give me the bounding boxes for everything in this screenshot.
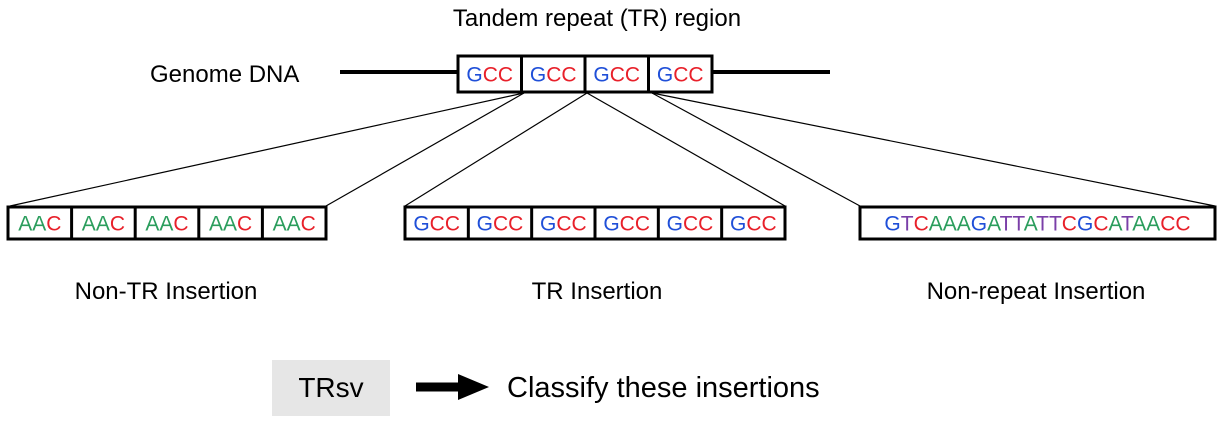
sequence-unit: AAC: [273, 213, 316, 236]
sequence-unit: AAC: [209, 213, 252, 236]
sequence-unit: GCC: [477, 213, 524, 236]
sequence-unit: GCC: [540, 213, 587, 236]
tr-region-box: GCC GCC GCC GCC: [456, 54, 714, 94]
right-arrow-icon: [416, 374, 489, 400]
non-tr-insertion-box: AAC AAC AAC AAC AAC: [6, 205, 328, 241]
trsv-badge: TRsv: [298, 372, 363, 403]
sequence-unit: GCC: [603, 213, 650, 236]
genome-dna-label: Genome DNA: [150, 61, 299, 88]
expansion-line: [9, 92, 525, 207]
sequence-unit: GCC: [730, 213, 777, 236]
sequence-unit: GCC: [657, 64, 704, 87]
sequence-box-outline: [6, 205, 328, 241]
sequence-unit: GCC: [466, 64, 513, 87]
non-repeat-insertion-box: GTCAAAGATTATTCGCATAACC: [858, 205, 1217, 241]
sequence-unit: GTCAAAGATTATTCGCATAACC: [884, 213, 1190, 236]
sequence-unit: GCC: [593, 64, 640, 87]
sequence-unit: GCC: [667, 213, 714, 236]
expansion-line: [586, 92, 786, 207]
expansion-line: [651, 92, 1216, 207]
expansion-lines: [9, 92, 1216, 207]
tr-insertion-label: TR Insertion: [532, 278, 663, 305]
non-tr-insertion-label: Non-TR Insertion: [75, 278, 258, 305]
sequence-unit: AAC: [18, 213, 61, 236]
sequence-box-outline: [858, 205, 1217, 241]
classify-text: Classify these insertions: [507, 372, 820, 404]
expansion-line: [325, 92, 525, 207]
trsv-badge-bg: [272, 360, 390, 416]
expansion-line: [651, 92, 861, 207]
sequence-unit: GCC: [530, 64, 577, 87]
diagram-title: Tandem repeat (TR) region: [453, 5, 741, 32]
sequence-unit: AAC: [145, 213, 188, 236]
expansion-line: [404, 92, 588, 207]
tr-insertion-box: GCC GCC GCC GCC GCC GCC: [403, 205, 787, 241]
sequence-unit: GCC: [413, 213, 460, 236]
sequence-unit: AAC: [82, 213, 125, 236]
non-repeat-insertion-label: Non-repeat Insertion: [927, 278, 1146, 305]
